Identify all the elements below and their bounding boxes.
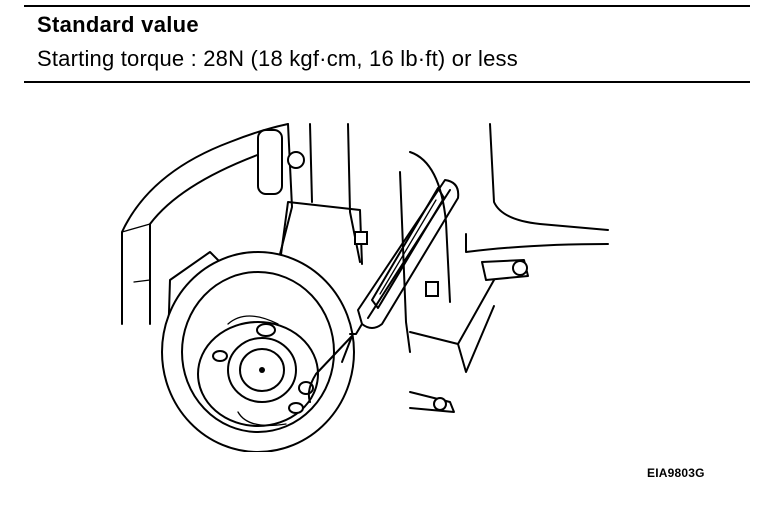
suspension-arm (399, 123, 609, 413)
strut-assembly (257, 123, 368, 265)
spec-starting-torque: Starting torque : 28N (18 kgf·cm, 16 lb·… (37, 46, 518, 71)
spec-title: Standard value (37, 12, 199, 37)
hook-wire (307, 335, 353, 403)
brake-disc-hub (161, 251, 355, 452)
hub-torque-illustration (121, 123, 609, 452)
spec-bottom-rule (24, 81, 750, 83)
spec-top-rule (24, 5, 750, 7)
spring-scale-gauge (349, 179, 460, 335)
figure-code: EIA9803G (647, 466, 705, 480)
